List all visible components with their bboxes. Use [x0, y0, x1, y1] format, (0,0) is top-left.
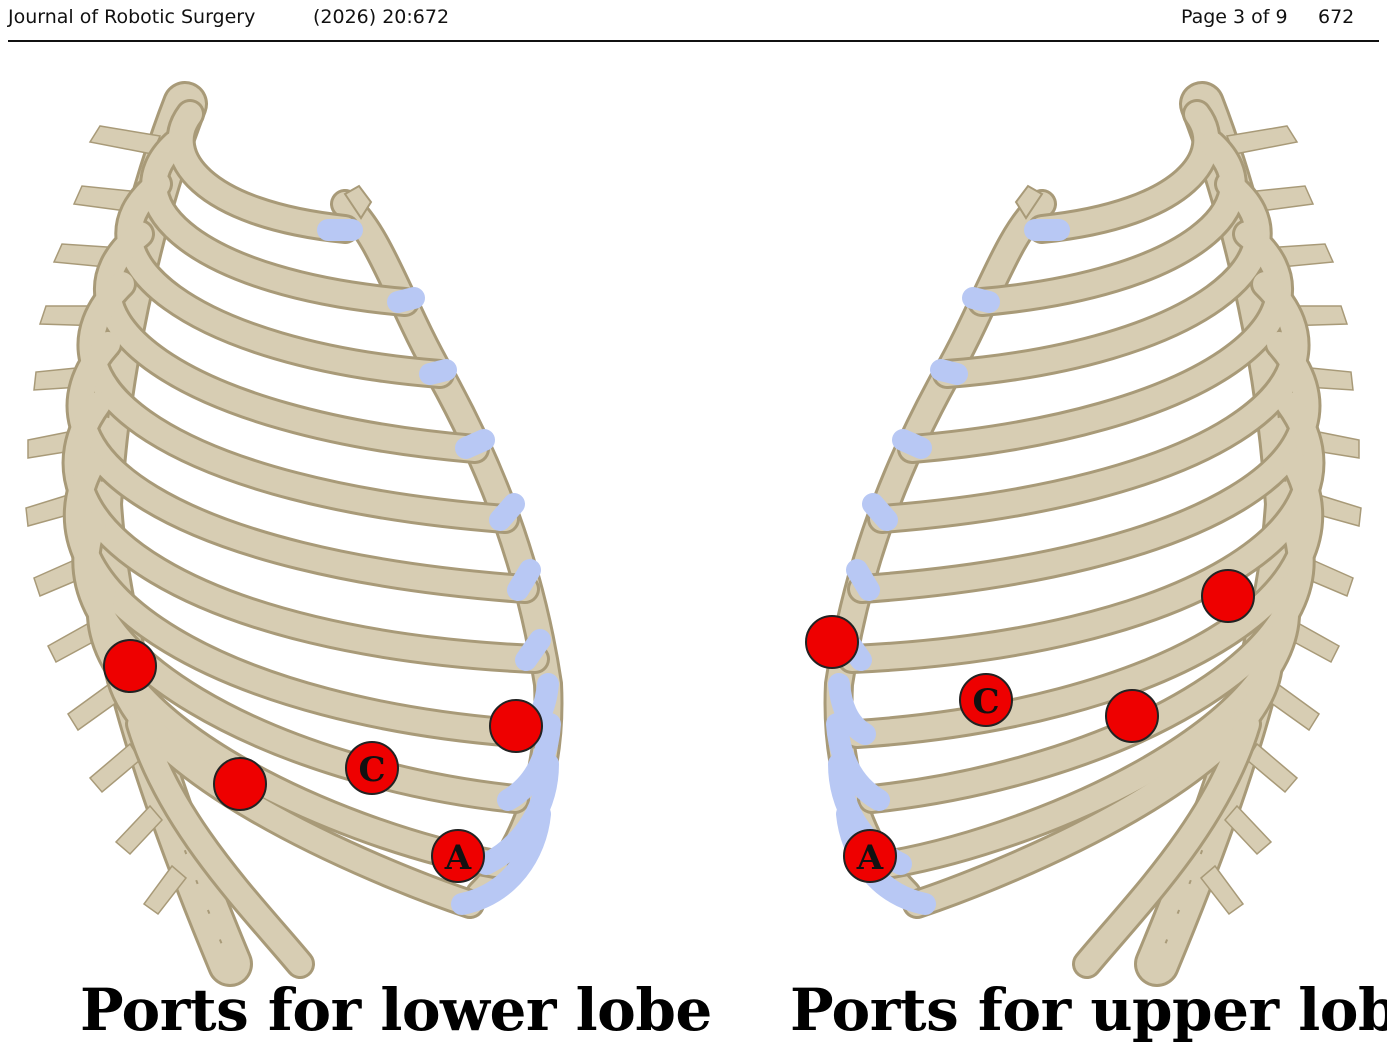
right-ribcage	[837, 104, 1361, 964]
left-port-4	[489, 699, 543, 753]
journal-name: Journal of Robotic Surgery	[8, 6, 256, 28]
right-port-2	[1201, 569, 1255, 623]
left-ports: C A	[103, 639, 543, 883]
caption-upper-lobe: Ports for upper lobe	[790, 976, 1387, 1044]
figure-graphic: C A C	[0, 44, 1387, 1060]
left-port-2	[213, 757, 267, 811]
port-label: C	[358, 750, 385, 790]
citation: (2026) 20:672	[313, 6, 450, 28]
port-label: A	[444, 838, 472, 878]
right-ports: C A	[805, 569, 1255, 883]
page-header: Journal of Robotic Surgery (2026) 20:672…	[0, 0, 1387, 44]
left-port-c: C	[345, 741, 399, 795]
article-number: 672	[1318, 6, 1355, 28]
right-port-a: A	[843, 829, 897, 883]
header-rule	[8, 40, 1379, 42]
left-port-a: A	[431, 829, 485, 883]
caption-lower-lobe: Ports for lower lobe	[80, 976, 712, 1044]
port-label: A	[856, 838, 884, 878]
page-number: Page 3 of 9	[1181, 6, 1288, 28]
port-label: C	[972, 682, 999, 722]
right-port-1	[805, 615, 859, 669]
left-port-1	[103, 639, 157, 693]
right-port-c: C	[959, 673, 1013, 727]
figure: C A C	[0, 44, 1387, 1060]
right-port-4	[1105, 689, 1159, 743]
